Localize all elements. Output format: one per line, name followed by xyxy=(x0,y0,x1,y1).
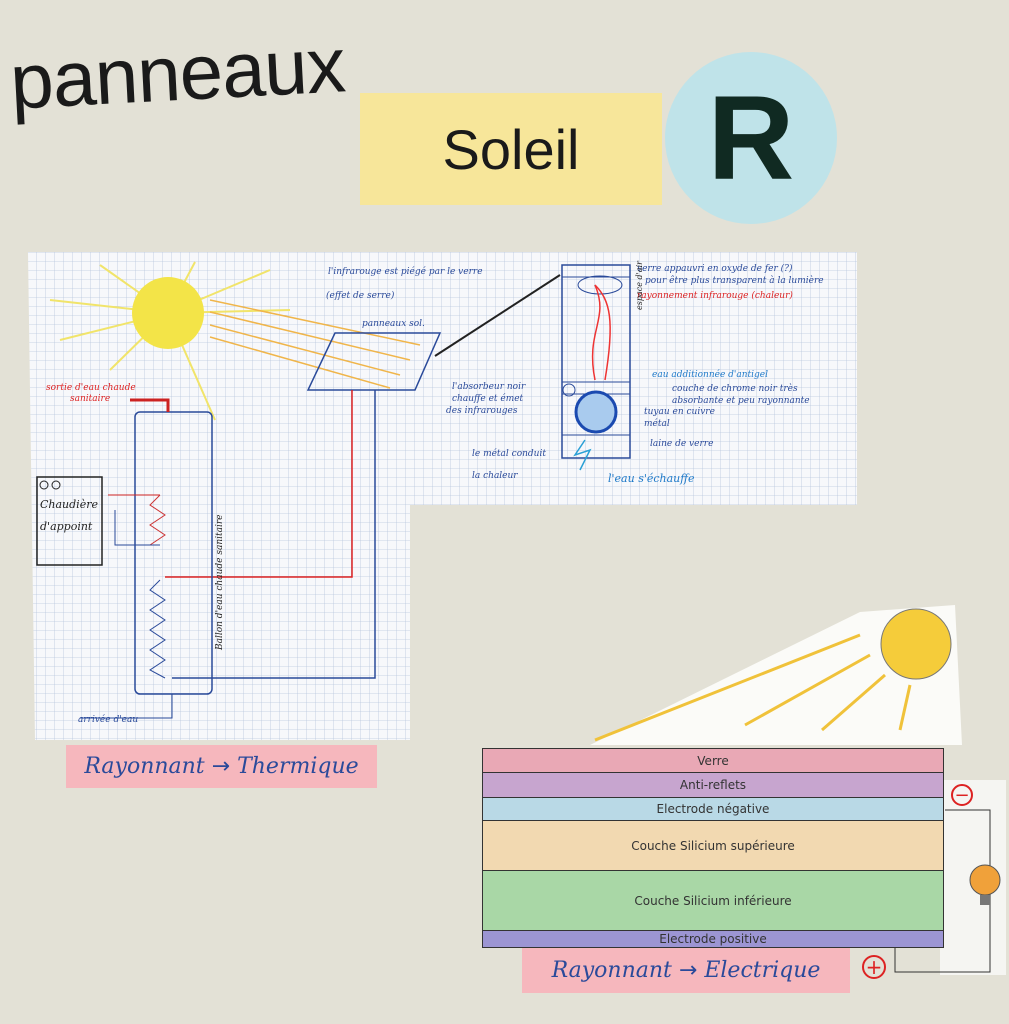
electric-label: Rayonnant → Electrique xyxy=(522,948,850,993)
annotation-conduct2: la chaleur xyxy=(472,471,518,481)
pv-sun-cutout xyxy=(590,605,962,745)
annotation-boiler: Chaudière xyxy=(40,498,98,511)
thermal-label: Rayonnant → Thermique xyxy=(66,745,377,788)
annotation-absorber2: chauffe et émet xyxy=(452,393,524,404)
layer-antireflect: Anti-reflets xyxy=(482,772,944,798)
annotation-chrome2: absorbante et peu rayonnante xyxy=(672,396,810,406)
annotation-ir: rayonnement infrarouge (chaleur) xyxy=(637,290,793,301)
label-to: Electrique xyxy=(704,958,821,983)
soleil-card: Soleil xyxy=(360,93,662,205)
minus-terminal: − xyxy=(951,784,973,806)
layer-glass: Verre xyxy=(482,748,944,773)
arrow-icon: → xyxy=(211,754,231,779)
annotation-chrome1: couche de chrome noir très xyxy=(672,383,798,394)
annotation-boiler2: d'appoint xyxy=(40,520,93,533)
pv-sun-icon xyxy=(880,608,952,680)
annotation-water-in: arrivée d'eau xyxy=(78,714,138,725)
annotation-tank: Ballon d'eau chaude sanitaire xyxy=(215,515,225,652)
annotation-greenhouse: (effet de serre) xyxy=(326,290,395,301)
label-to: Thermique xyxy=(237,754,359,779)
sun-rays xyxy=(209,299,421,389)
annotation-glass2: pour être plus transparent à la lumière xyxy=(645,275,824,286)
layer-negative-electrode: Electrode négative xyxy=(482,797,944,821)
r-badge: R xyxy=(665,52,837,224)
annotation-pipe: tuyau en cuivre xyxy=(644,407,715,417)
annotation-panel: panneaux sol. xyxy=(362,319,425,329)
annotation-hot-out: sortie d'eau chaude xyxy=(46,383,136,393)
annotation-trapped: l'infrarouge est piégé par le verre xyxy=(328,266,483,277)
arrow-icon: → xyxy=(678,958,698,983)
hot-water-tank xyxy=(134,411,213,695)
annotation-water-heats: l'eau s'échauffe xyxy=(608,472,695,485)
layer-positive-electrode: Electrode positive xyxy=(482,930,944,948)
annotation-absorber3: des infrarouges xyxy=(446,406,518,416)
annotation-hot-out2: sanitaire xyxy=(70,394,110,404)
solar-panel xyxy=(306,332,442,391)
annotation-glass: verre appauvri en oxyde de fer (?) xyxy=(637,263,793,274)
layer-lower-silicon: Couche Silicium inférieure xyxy=(482,870,944,931)
annotation-air: espace d'air xyxy=(635,260,644,310)
annotation-conduct1: le métal conduit xyxy=(472,448,546,459)
label-from: Rayonnant xyxy=(84,754,205,779)
label-from: Rayonnant xyxy=(551,958,672,983)
bulb-icon xyxy=(969,864,1001,896)
sun-icon xyxy=(49,261,291,421)
annotation-antifreeze: eau additionnée d'antigel xyxy=(652,369,768,380)
annotation-metal: métal xyxy=(644,418,670,429)
layer-upper-silicon: Couche Silicium supérieure xyxy=(482,820,944,871)
annotation-absorber1: l'absorbeur noir xyxy=(452,382,526,392)
boiler xyxy=(36,476,103,566)
copper-pipe xyxy=(574,390,618,434)
plus-terminal: + xyxy=(862,955,886,979)
annotation-wool: laine de verre xyxy=(650,439,713,449)
